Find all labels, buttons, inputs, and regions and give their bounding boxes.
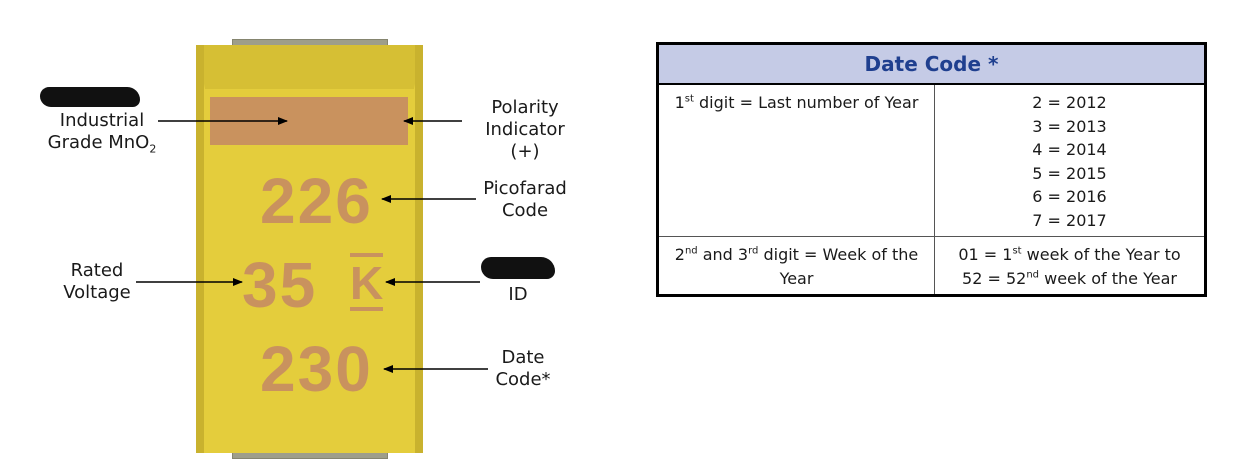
week-digit-num: 2 [674,245,685,264]
week-range-end-sup: nd [1026,269,1040,281]
first-digit-text: digit = Last number of Year [693,93,919,112]
capacitor-right-edge [415,45,423,453]
rated-voltage-marking: 35 [242,249,318,321]
id-label: ID [508,284,528,305]
redaction-mark [40,87,140,107]
first-digit-description: 1st digit = Last number of Year [657,83,935,237]
capacitor-body: 226 35 K 230 [196,45,423,453]
week-digit-text: digit = Week of the Year [758,245,919,288]
rated-voltage-label: Rated Voltage [44,260,150,304]
date-label-line2: Code* [495,369,551,390]
table-title: Date Code * [657,43,1206,85]
week-range-end-text: week of the Year [1039,268,1177,288]
week-digits-description: 2nd and 3rd digit = Week of the Year [657,236,935,296]
year-values-cell: 2 = 2012 3 = 2013 4 = 2014 5 = 2015 6 = … [934,83,1206,237]
table-row: 1st digit = Last number of Year 2 = 2012… [657,83,1206,237]
polarity-label-line2: Indicator (+) [485,119,565,162]
week-range-mid: week of the Year to [1021,245,1181,264]
year-value: 6 = 2016 [1032,187,1107,206]
year-value: 5 = 2015 [1032,163,1107,183]
picofarad-label-line1: Picofarad [483,178,567,199]
date-label-line1: Date [501,347,545,368]
capacitor-left-edge [196,45,204,453]
year-value: 4 = 2014 [1032,140,1107,159]
table-row: 2nd and 3rd digit = Week of the Year 01 … [657,236,1206,296]
industrial-label-line1: Industrial [59,110,145,131]
year-value: 7 = 2017 [1032,210,1107,230]
week-range-start-sup: st [1012,245,1022,257]
picofarad-code-marking: 226 [260,165,373,237]
week-values-cell: 01 = 1st week of the Year to 52 = 52nd we… [934,236,1206,296]
picofarad-label-line2: Code [501,200,549,221]
polarity-label-line1: Polarity [491,97,559,118]
week-range-start: 01 = 1 [958,245,1013,264]
polarity-indicator-label: Polarity Indicator (+) [470,97,580,163]
capacitor-top-bevel [196,45,423,89]
id-marking: K [350,253,384,311]
rated-label-line2: Voltage [63,282,131,303]
redaction-mark [481,257,555,279]
industrial-label-subscript: 2 [149,142,157,156]
table-header-row: Date Code * [657,43,1206,85]
week-digit-sup: nd [684,245,698,257]
rated-label-line1: Rated [70,260,124,281]
industrial-grade-label: Industrial Grade MnO2 [44,110,160,161]
date-code-table: Date Code * 1st digit = Last number of Y… [656,42,1207,297]
picofarad-code-label: Picofarad Code [470,178,580,222]
industrial-label-line2: Grade MnO [47,132,150,153]
first-digit-sup: st [684,93,694,105]
year-value: 3 = 2013 [1032,116,1107,136]
date-code-label: Date Code* [478,347,568,391]
year-value: 2 = 2012 [1032,93,1107,112]
week-digit-sup2: rd [748,245,759,257]
first-digit-num: 1 [674,93,685,112]
week-digit-mid: and 3 [697,245,749,264]
date-code-marking: 230 [260,333,373,405]
week-range-end: 52 = 52 [962,268,1027,288]
